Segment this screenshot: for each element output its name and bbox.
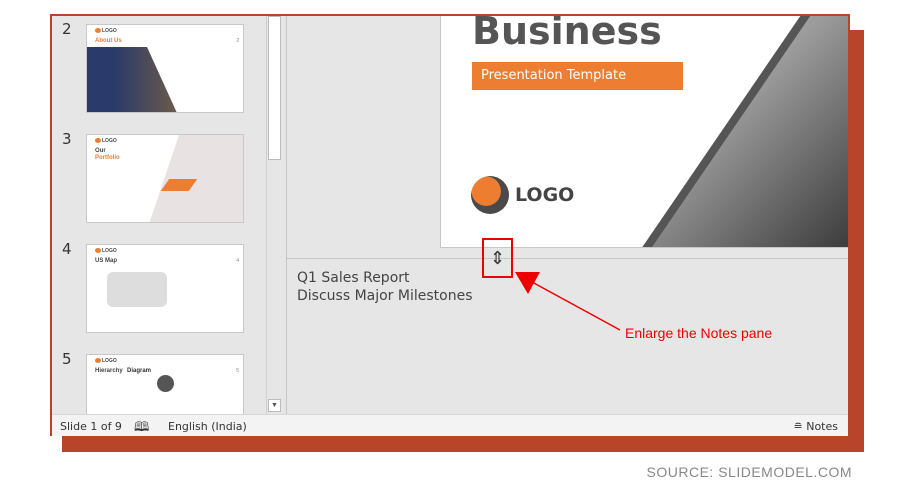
logo-text: LOGO	[515, 184, 575, 206]
annotation-label: Enlarge the Notes pane	[625, 325, 773, 341]
notes-line: Discuss Major Milestones	[297, 288, 473, 304]
slide-logo: LOGO	[471, 176, 574, 214]
scroll-down-icon[interactable]: ▼	[268, 399, 281, 412]
thumb-title: Our	[95, 148, 106, 154]
resize-cursor-icon: ⇕	[482, 238, 513, 278]
spellcheck-icon[interactable]: 🕮	[134, 420, 150, 435]
pane-divider[interactable]	[286, 16, 287, 414]
thumb-title: US Map	[95, 258, 118, 264]
thumb-title: Hierarchy	[95, 368, 123, 374]
thumb-map	[107, 272, 167, 307]
globe-icon	[471, 176, 509, 214]
thumb-node	[157, 375, 174, 392]
powerpoint-window: 2 LOGO About Us 2 3 LOGO Our Portfolio 3…	[50, 14, 850, 436]
thumb-logo: LOGO	[95, 358, 117, 364]
thumb-title: Diagram	[127, 368, 152, 374]
notes-label: Notes	[806, 420, 838, 433]
slide-number: 5	[62, 350, 72, 368]
thumb-logo: LOGO	[95, 248, 117, 254]
thumbnail-pane: 2 LOGO About Us 2 3 LOGO Our Portfolio 3…	[52, 16, 266, 414]
thumb-title: About Us	[95, 38, 122, 44]
scrollbar-thumb[interactable]	[268, 16, 281, 160]
thumb-logo: LOGO	[95, 138, 117, 144]
thumb-page: 2	[236, 38, 239, 44]
source-credit: SOURCE: SLIDEMODEL.COM	[646, 464, 852, 480]
slide-subtitle: Presentation Template	[472, 62, 683, 90]
slide-title: Business	[472, 14, 662, 53]
notes-splitter[interactable]	[287, 258, 848, 259]
slide-number: 3	[62, 130, 72, 148]
notes-pane[interactable]: Q1 Sales Report Discuss Major Milestones	[297, 269, 473, 305]
slide-thumbnail-4[interactable]: LOGO US Map 4	[86, 244, 244, 333]
thumb-page: 5	[236, 368, 239, 374]
thumb-title: Portfolio	[95, 155, 120, 161]
thumb-page: 4	[236, 258, 239, 264]
slide-thumbnail-3[interactable]: LOGO Our Portfolio 3	[86, 134, 244, 223]
thumb-logo: LOGO	[95, 28, 117, 34]
slide-counter: Slide 1 of 9	[60, 420, 122, 433]
notes-icon: ≘	[793, 420, 803, 433]
slide-canvas[interactable]: Business Presentation Template LOGO	[440, 14, 848, 248]
slide-number: 2	[62, 20, 72, 38]
thumbnail-scrollbar[interactable]: ▼	[266, 16, 282, 414]
language-indicator[interactable]: English (India)	[168, 420, 247, 433]
slide-thumbnail-2[interactable]: LOGO About Us 2	[86, 24, 244, 113]
notes-line: Q1 Sales Report	[297, 270, 410, 286]
slide-thumbnail-5[interactable]: LOGO Hierarchy Diagram 5	[86, 354, 244, 414]
slide-number: 4	[62, 240, 72, 258]
status-bar: Slide 1 of 9 🕮 English (India) ≘ Notes	[52, 414, 848, 436]
notes-button[interactable]: ≘ Notes	[794, 420, 839, 433]
